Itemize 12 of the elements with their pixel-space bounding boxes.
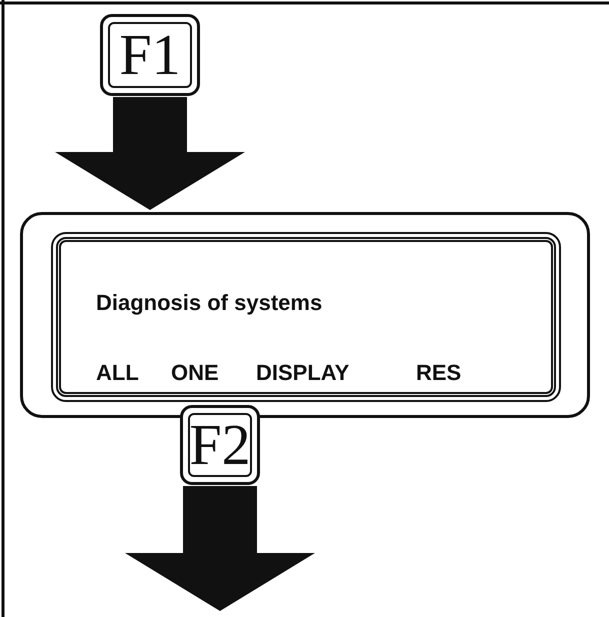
- key-label: F2: [189, 416, 251, 474]
- menu-option: ALL: [96, 360, 139, 386]
- display-panel: [20, 212, 590, 418]
- function-key: [180, 405, 260, 485]
- arrow: [125, 486, 315, 611]
- key-label: F1: [119, 26, 181, 84]
- screen-heading: Diagnosis of systems: [96, 290, 322, 316]
- function-key: [100, 14, 200, 96]
- menu-option: ONE: [171, 360, 219, 386]
- menu-option: RES: [416, 360, 462, 386]
- arrow: [55, 97, 245, 210]
- menu-option: DISPLAY: [256, 360, 350, 386]
